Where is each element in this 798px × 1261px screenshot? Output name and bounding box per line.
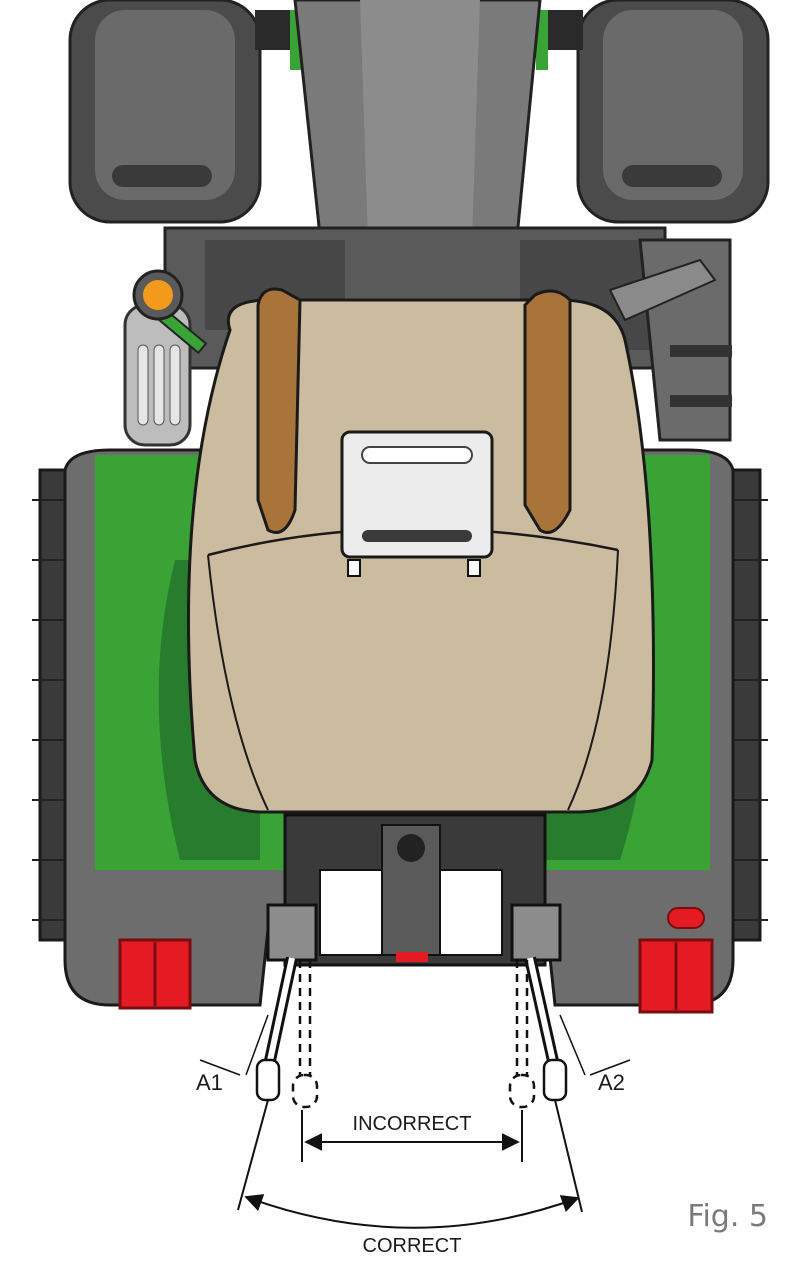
a2-pointer — [560, 1015, 630, 1075]
incorrect-position-arms — [293, 960, 534, 1107]
label-correct: CORRECT — [363, 1235, 462, 1257]
rear-hitch-frame — [268, 815, 560, 965]
label-a1: A1 — [196, 1070, 223, 1095]
front-right-tire — [578, 0, 768, 222]
grab-handle-right — [525, 291, 570, 533]
license-plate-bracket — [342, 432, 492, 576]
grab-handle-left — [258, 289, 300, 533]
label-a2: A2 — [598, 1070, 625, 1095]
front-left-tire — [70, 0, 260, 222]
figure-caption: Fig. 5 — [687, 1199, 768, 1234]
label-incorrect: INCORRECT — [353, 1113, 472, 1135]
